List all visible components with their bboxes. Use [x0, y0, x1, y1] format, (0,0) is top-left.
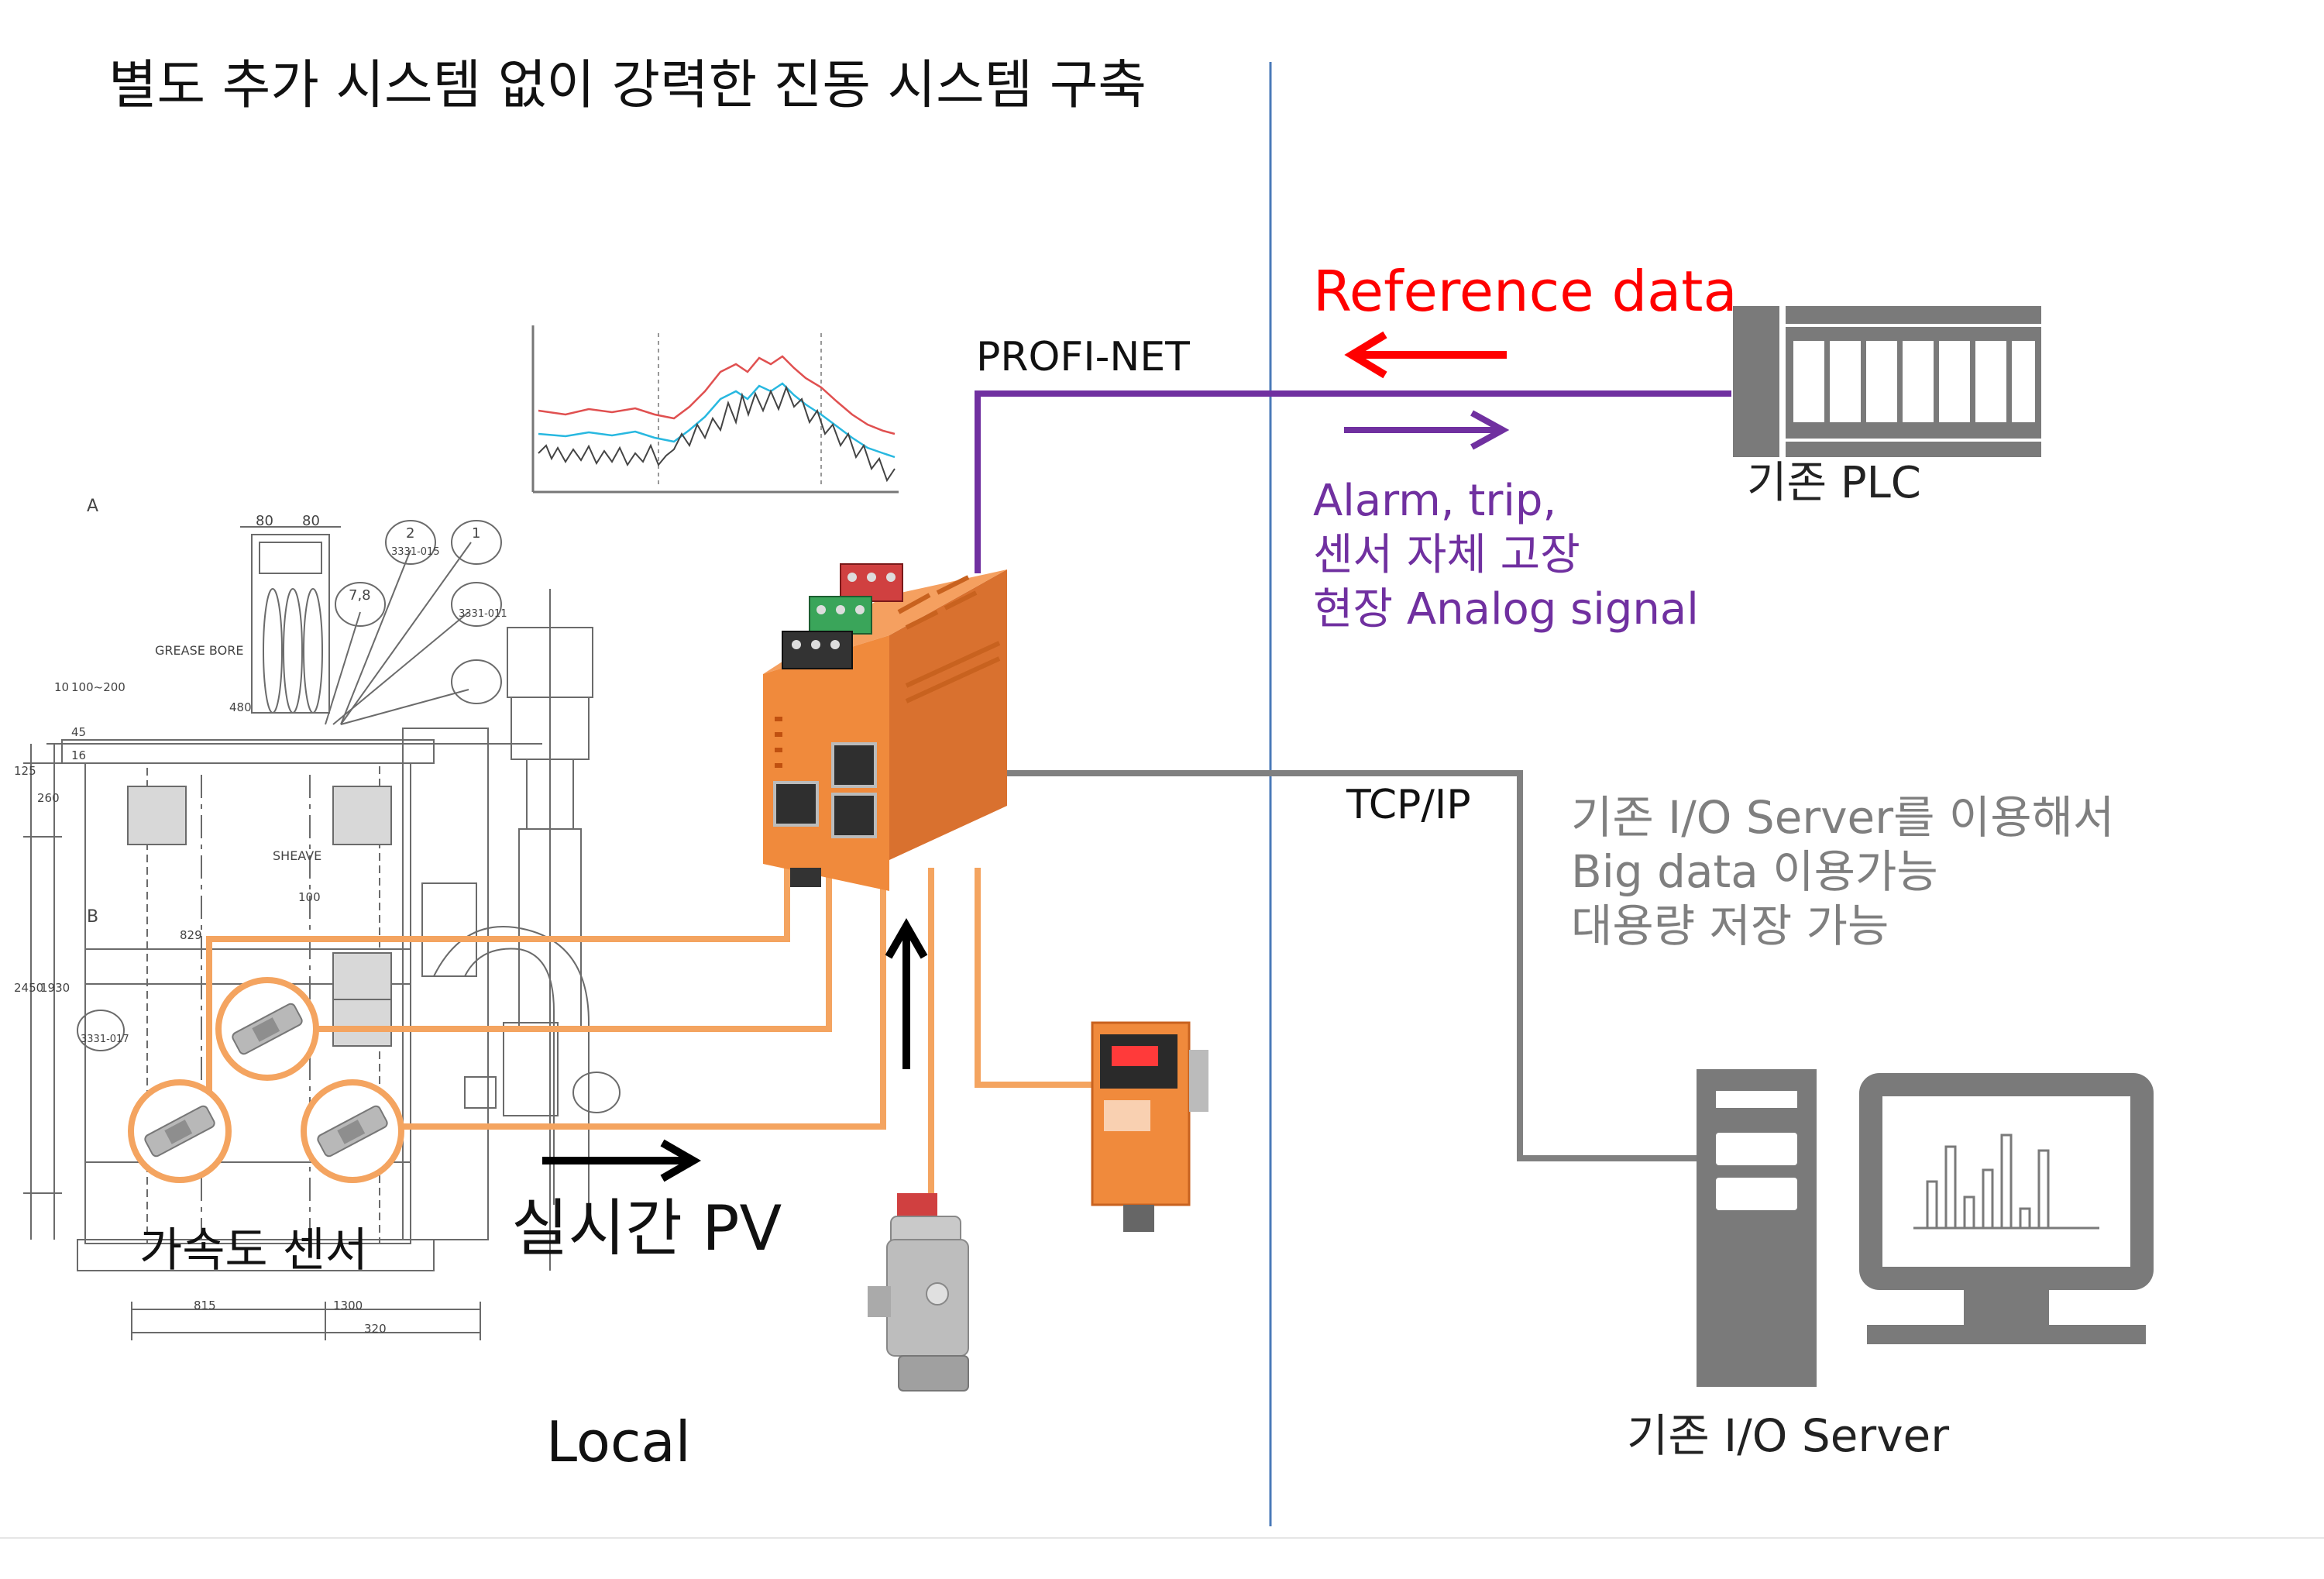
tcpip-line: [1007, 770, 1700, 1161]
ethernet-port-1: [831, 742, 877, 788]
accelerometer-3: [301, 1079, 404, 1183]
page-title: 별도 추가 시스템 없이 강력한 진동 시스템 구축: [108, 55, 1147, 116]
realtime-arrows: [542, 917, 928, 1182]
drawing-label: 260: [37, 791, 60, 805]
drawing-label: 10: [54, 680, 69, 694]
server-tower-icon: [1697, 1069, 1817, 1387]
drawing-label-a: A: [87, 497, 98, 516]
drawing-label: 1: [472, 525, 480, 542]
io-server-label: 기존 I/O Server: [1627, 1409, 1950, 1462]
alarm-line: 현장 Analog signal: [1313, 584, 1699, 635]
vibration-transmitter: [868, 1193, 969, 1392]
accelerometer-label: 가속도 센서: [139, 1223, 369, 1278]
vibration-trend-graph: [531, 325, 899, 494]
drawing-label: 3331-015: [391, 546, 440, 558]
drawing-label: 480: [229, 700, 252, 714]
drawing-label: 829: [180, 928, 202, 942]
plc-icon: [1733, 306, 2041, 457]
reference-data-label: Reference data: [1313, 259, 1738, 324]
engineering-drawing: A B 80 80 2 3331-015 1 7,8 3331-011 GREA…: [14, 497, 621, 1340]
alarm-description: Alarm, trip, 센서 자체 고장 현장 Analog signal: [1313, 474, 1699, 637]
drawing-label-b: B: [87, 907, 98, 927]
drawing-label: 2: [406, 525, 414, 542]
drawing-label: 2450: [14, 981, 43, 995]
ethernet-port-2: [831, 793, 877, 838]
drawing-label: 3331-011: [459, 608, 507, 620]
alarm-data-arrow: [1344, 410, 1510, 450]
realtime-pv-label: 실시간 PV: [511, 1192, 782, 1264]
server-note-line: Big data 이용가능: [1571, 845, 1938, 898]
drawing-label: 16: [71, 748, 86, 762]
accelerometer-2: [128, 1079, 232, 1183]
trend-line-raw: [538, 385, 896, 483]
drawing-label: 100: [298, 890, 321, 904]
server-note-line: 기존 I/O Server를 이용해서: [1571, 791, 2115, 844]
profinet-line: [975, 390, 1731, 573]
sensor-wiring: [206, 868, 1092, 1205]
drawing-label: 45: [71, 725, 86, 739]
drawing-label: 3331-017: [81, 1034, 129, 1045]
local-label: Local: [546, 1409, 691, 1474]
server-note: 기존 I/O Server를 이용해서 Big data 이용가능 대용량 저장…: [1571, 790, 2114, 953]
analog-display-device: [1091, 1021, 1208, 1232]
monitor-icon: [1859, 1073, 2154, 1344]
drawing-label: 7,8: [349, 587, 371, 604]
diagnostic-module: [763, 563, 1007, 891]
drawing-label: SHEAVE: [273, 848, 321, 863]
drawing-label: 1930: [40, 981, 70, 995]
trend-line-red: [538, 355, 896, 435]
reference-data-arrow: [1344, 331, 1507, 379]
drawing-label: 80: [256, 513, 273, 529]
accelerometer-1: [215, 977, 319, 1081]
terminal-block-green: [809, 596, 872, 635]
alarm-line: 센서 자체 고장: [1313, 530, 1580, 580]
alarm-line: Alarm, trip,: [1313, 476, 1557, 526]
ethernet-port-3: [773, 781, 819, 827]
plc-label: 기존 PLC: [1747, 458, 1921, 508]
tcpip-label: TCP/IP: [1346, 782, 1471, 828]
server-note-line: 대용량 저장 가능: [1571, 900, 1889, 952]
terminal-block-red: [840, 563, 903, 602]
trend-line-cyan: [538, 382, 896, 459]
drawing-label: 1300: [333, 1299, 363, 1312]
drawing-label: GREASE BORE: [155, 643, 243, 658]
terminal-block-black: [782, 631, 853, 669]
profinet-label: PROFI-NET: [976, 334, 1190, 380]
drawing-label: 815: [194, 1299, 216, 1312]
drawing-label: 100~200: [71, 680, 125, 694]
drawing-label: 320: [364, 1322, 387, 1336]
drawing-label: 125: [14, 764, 36, 778]
accelerometer-sensors: [128, 977, 404, 1183]
drawing-label: 80: [302, 513, 320, 529]
